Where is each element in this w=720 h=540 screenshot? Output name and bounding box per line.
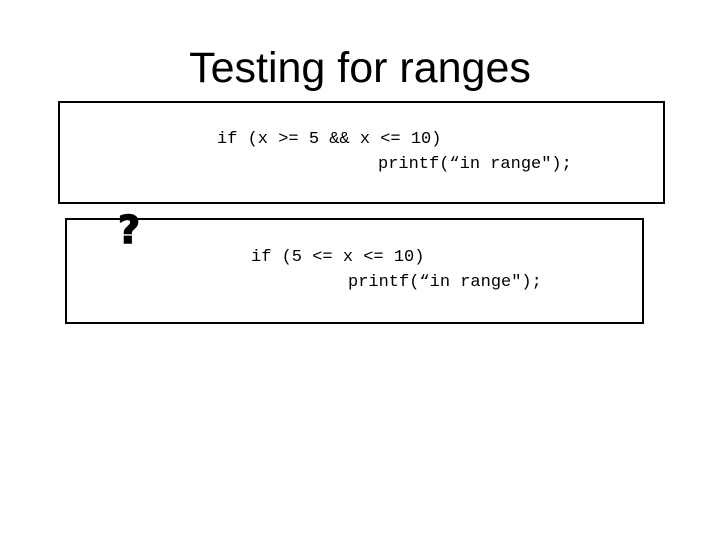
code-line-printf: printf(“in range");	[378, 155, 572, 174]
code-line-printf: printf(“in range");	[348, 273, 542, 292]
code-line-if-statement: if (x >= 5 && x <= 10)	[217, 130, 442, 149]
question-mark-icon: ?	[117, 208, 141, 252]
code-line-if-statement: if (5 <= x <= 10)	[251, 248, 425, 267]
code-box-compound-condition: if (x >= 5 && x <= 10) printf(“in range"…	[58, 101, 665, 204]
slide-title: Testing for ranges	[189, 44, 531, 92]
code-box-chained-comparison: if (5 <= x <= 10) printf(“in range");	[65, 218, 644, 324]
